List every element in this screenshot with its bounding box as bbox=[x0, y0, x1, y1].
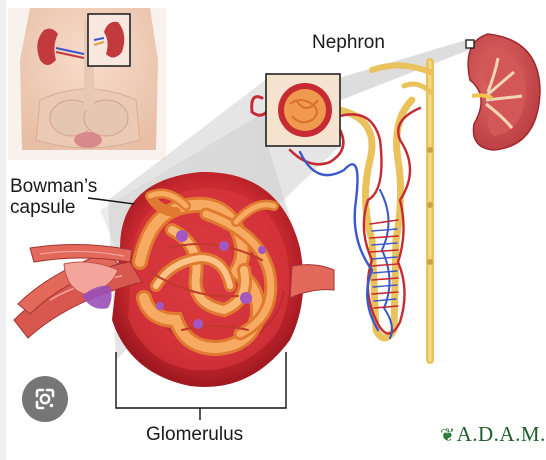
glomerulus-tuft bbox=[132, 188, 279, 357]
nephron bbox=[250, 58, 434, 364]
google-lens-button[interactable] bbox=[22, 376, 68, 422]
bowmans-capsule-label-line2: capsule bbox=[10, 197, 76, 218]
leader-lines bbox=[87, 197, 287, 420]
zoom-cone-kidney bbox=[339, 40, 474, 100]
google-lens-icon bbox=[35, 388, 55, 410]
kidney-cross-section bbox=[465, 33, 541, 151]
adam-logo: ❦A.D.A.M. bbox=[440, 422, 546, 447]
nephron-label: Nephron bbox=[312, 32, 385, 53]
arterioles bbox=[13, 243, 335, 339]
bowmans-capsule-label: Bowman’s capsule bbox=[10, 176, 97, 218]
adam-leaf-icon: ❦ bbox=[440, 425, 456, 445]
adam-logo-text: A.D.A.M. bbox=[456, 422, 546, 446]
body-figure bbox=[8, 8, 166, 160]
glomerulus-label: Glomerulus bbox=[146, 424, 244, 445]
bowmans-capsule-label-line1: Bowman’s bbox=[10, 176, 98, 197]
nephron-glomerulus-inset bbox=[265, 73, 341, 147]
body-kidney-inset-box bbox=[87, 13, 131, 67]
